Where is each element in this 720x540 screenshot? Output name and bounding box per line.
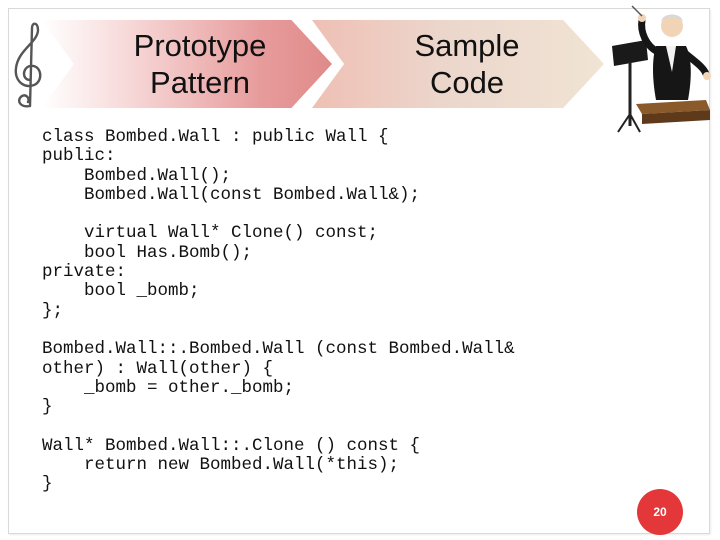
title-chevron-prototype-pattern: Prototype Pattern — [42, 20, 332, 108]
orchestra-conductor-icon — [612, 5, 711, 133]
title-chevron-sample-code: Sample Code — [312, 20, 604, 108]
code-listing: class Bombed.Wall : public Wall { public… — [42, 127, 515, 495]
title-sample-code: Sample Code — [414, 28, 520, 100]
page-number-badge: 20 — [637, 489, 683, 535]
slide-frame — [8, 8, 710, 534]
treble-clef-icon — [14, 22, 42, 108]
title-prototype-pattern: Prototype Pattern — [133, 28, 267, 100]
